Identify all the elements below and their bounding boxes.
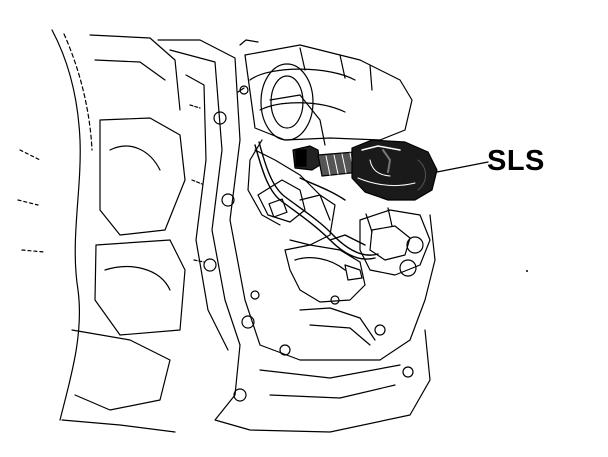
wire-harness [254, 141, 379, 260]
sls-solenoid [292, 139, 438, 201]
sls-callout-label: SLS [487, 145, 545, 177]
transmission-case [17, 29, 186, 433]
sls-leader-line [436, 161, 489, 173]
valve-body-plate [157, 39, 436, 433]
valve-body-castings [237, 39, 431, 346]
